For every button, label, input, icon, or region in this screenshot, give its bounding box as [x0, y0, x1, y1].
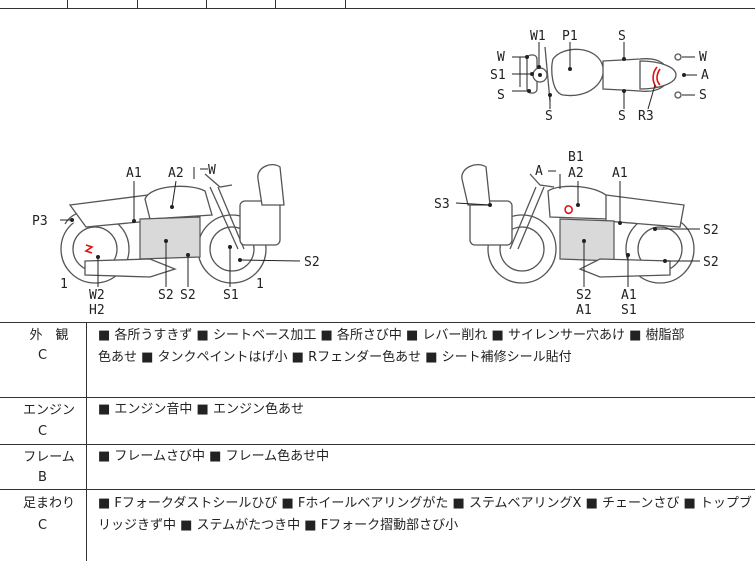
grid-line [275, 0, 276, 8]
label: A2 [168, 166, 184, 181]
label: W2 [89, 288, 105, 303]
label: W [208, 163, 216, 178]
label: S [699, 88, 707, 103]
left-view-labels: A1 A2 W P3 1 W2 H2 S2 S2 S1 1 S2 [32, 163, 320, 318]
label: H2 [89, 303, 105, 318]
right-view-motorcycle [461, 164, 695, 284]
label: S1 [490, 68, 506, 83]
grade-badge: C [38, 518, 48, 533]
label: S3 [434, 197, 450, 212]
section-title: エンジン [22, 403, 75, 418]
label: S2 [576, 288, 592, 303]
top-view-leader-lines [512, 42, 697, 110]
label: S1 [621, 303, 637, 318]
table-top-border [0, 322, 755, 323]
label: P1 [562, 29, 578, 44]
label: S1 [223, 288, 239, 303]
label: S [545, 109, 553, 124]
label: B1 [568, 150, 584, 165]
motorcycle-damage-diagram: W1 P1 S W W S1 A S S S S R3 [32, 29, 719, 318]
label: S2 [304, 255, 320, 270]
label: A [535, 164, 543, 179]
label: S2 [703, 255, 719, 270]
row-divider [0, 489, 755, 490]
top-view-labels: W1 P1 S W W S1 A S S S S R3 [490, 29, 709, 124]
grid-line [206, 0, 207, 8]
label: A1 [612, 166, 628, 181]
grid-line [0, 8, 755, 9]
defect-line: ■ 各所うすきず ■ シートベース加工 ■ 各所さび中 ■ レバー削れ ■ サイ… [98, 328, 685, 343]
section-title: 外 観 [29, 328, 69, 343]
defect-line: 色あせ ■ タンクペイントはげ小 ■ Rフェンダー色あせ ■ シート補修シール貼… [98, 350, 572, 365]
label: A1 [621, 288, 637, 303]
row-divider [0, 397, 755, 398]
section-title: 足まわり [22, 496, 75, 511]
defect-line: リッジきず中 ■ ステムがたつき中 ■ Fフォーク摺動部さび小 [98, 518, 459, 533]
grid-line [345, 0, 346, 8]
label: A [701, 68, 709, 83]
defect-line: ■ エンジン音中 ■ エンジン色あせ [98, 402, 304, 417]
grade-badge: B [38, 470, 47, 485]
label: W [497, 50, 505, 65]
label: R3 [638, 109, 654, 124]
grade-badge: C [38, 424, 48, 439]
label: S [497, 88, 505, 103]
defect-line: ■ フレームさび中 ■ フレーム色あせ中 [98, 449, 330, 464]
label: S [618, 109, 626, 124]
label: S2 [180, 288, 196, 303]
column-divider [86, 322, 87, 561]
label: A1 [126, 166, 142, 181]
label: W [699, 50, 707, 65]
row-divider [0, 444, 755, 445]
grid-line [67, 0, 68, 8]
label: S [618, 29, 626, 44]
left-view-motorcycle [60, 164, 285, 284]
right-view-labels: B1 A A2 A1 S3 S2 S2 S2 A1 A1 S1 [434, 150, 719, 318]
label: A2 [568, 166, 584, 181]
right-view-leader-lines [455, 170, 700, 287]
label: 1 [60, 277, 68, 292]
label: P3 [32, 214, 48, 229]
label: S2 [703, 223, 719, 238]
label: W1 [530, 29, 546, 44]
defect-line: ■ Fフォークダストシールひび ■ Fホイールベアリングがた ■ ステムベアリン… [98, 496, 752, 511]
left-view-leader-lines [60, 167, 301, 287]
label: S2 [158, 288, 174, 303]
label: 1 [256, 277, 264, 292]
top-view-motorcycle [519, 46, 682, 102]
grade-badge: C [38, 348, 48, 363]
section-title: フレーム [23, 450, 75, 465]
label: A1 [576, 303, 592, 318]
grid-line [137, 0, 138, 8]
